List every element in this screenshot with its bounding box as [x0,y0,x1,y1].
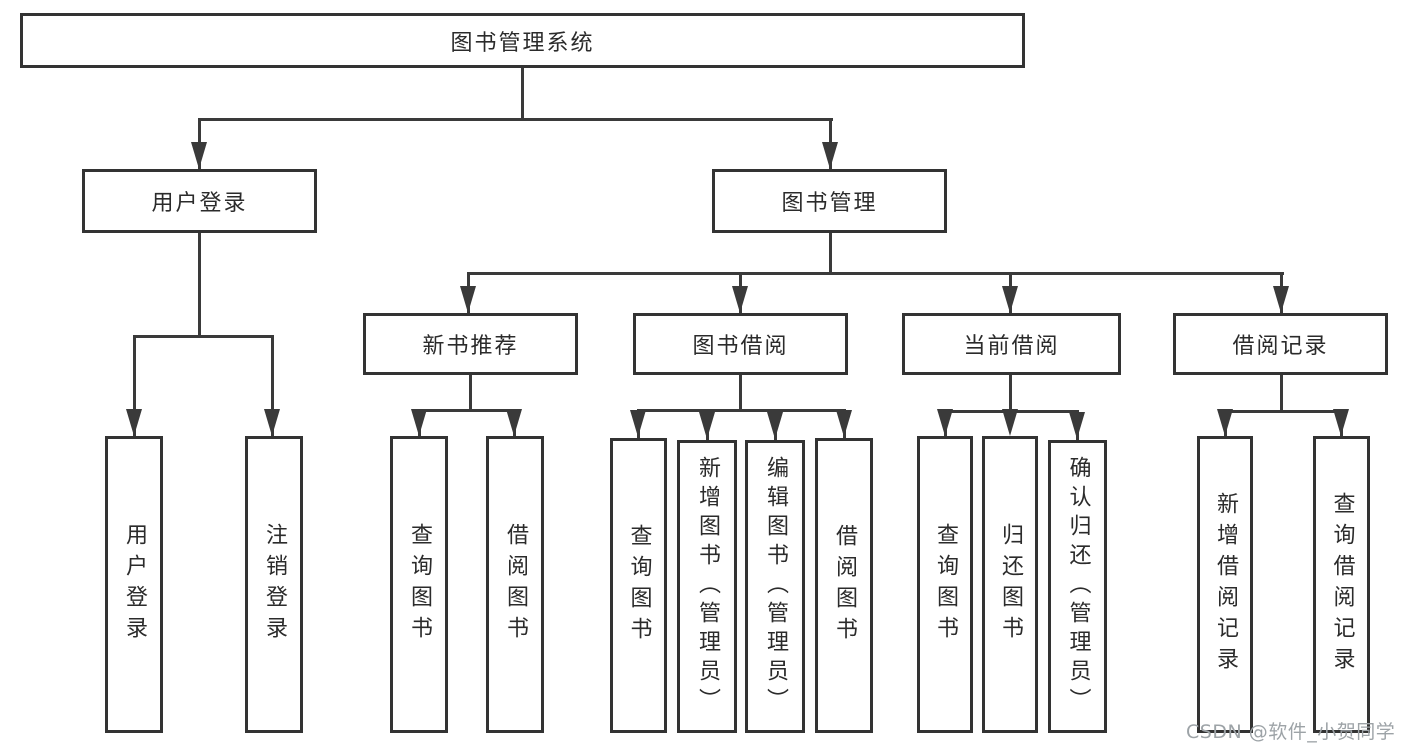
arrow-down-icon [1002,286,1018,313]
arrow-down-icon [1217,409,1233,436]
connector-line [271,335,274,436]
connector-line [198,233,201,335]
connector-line [1280,375,1283,410]
arrow-down-icon [937,409,953,436]
connector-line [1224,410,1343,413]
leaf-logout: 注销登录 [245,436,303,733]
connector-line [521,68,524,118]
arrow-down-icon [836,410,852,437]
leaf-borrow-book-2: 借阅图书 [815,438,873,733]
node-borrow-records: 借阅记录 [1173,313,1388,375]
leaf-edit-book-admin: 编辑图书（管理员） [745,440,805,733]
connector-line [133,335,274,338]
leaf-user-login: 用户登录 [105,436,163,733]
arrow-down-icon [1333,409,1349,436]
csdn-watermark: CSDN @软件_小贺同学 [1186,721,1396,743]
node-current-borrow: 当前借阅 [902,313,1121,375]
connector-line [133,335,136,436]
arrow-down-icon [411,409,427,436]
leaf-query-borrow-record: 查询借阅记录 [1313,436,1370,733]
arrow-down-icon [732,286,748,313]
connector-line [637,409,845,412]
leaf-confirm-return-admin: 确认归还（管理员） [1048,440,1107,733]
arrow-down-icon [191,142,207,169]
leaf-query-book-3: 查询图书 [917,436,973,733]
arrow-down-icon [264,409,280,436]
connector-line [739,375,742,409]
leaf-borrow-book-1: 借阅图书 [486,436,544,733]
node-new-book-recommend: 新书推荐 [363,313,578,375]
leaf-add-book-admin: 新增图书（管理员） [677,440,737,733]
node-book-management: 图书管理 [712,169,947,233]
connector-line [418,409,516,412]
node-user-login: 用户登录 [82,169,317,233]
arrow-down-icon [822,142,838,169]
node-book-borrow: 图书借阅 [633,313,848,375]
arrow-down-icon [767,412,783,439]
arrow-down-icon [1069,412,1085,439]
arrow-down-icon [126,409,142,436]
leaf-query-book-1: 查询图书 [390,436,448,733]
leaf-return-book: 归还图书 [982,436,1038,733]
connector-line [467,272,1284,275]
arrow-down-icon [460,286,476,313]
arrow-down-icon [630,410,646,437]
arrow-down-icon [1002,409,1018,436]
node-root: 图书管理系统 [20,13,1025,68]
arrow-down-icon [1273,286,1289,313]
connector-line [829,233,832,272]
leaf-add-borrow-record: 新增借阅记录 [1197,436,1253,733]
arrow-down-icon [506,409,522,436]
connector-line [198,118,833,121]
connector-line [469,375,472,409]
arrow-down-icon [699,412,715,439]
connector-line [1009,375,1012,410]
leaf-query-book-2: 查询图书 [610,438,667,733]
